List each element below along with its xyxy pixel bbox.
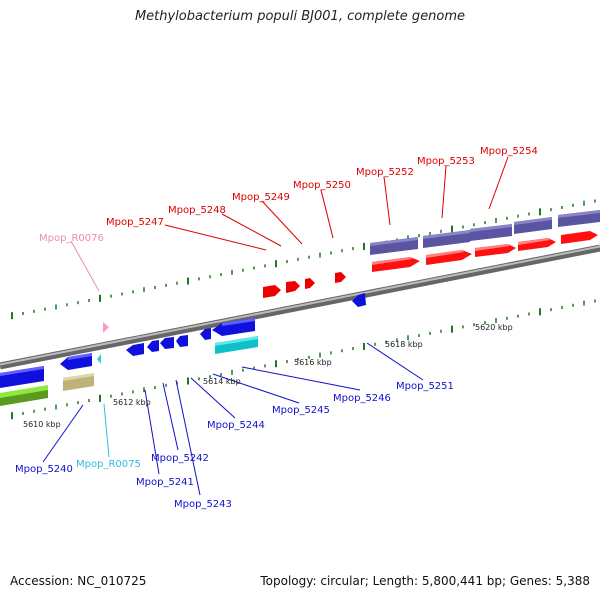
label-mpop-5245[interactable]: Mpop_5245 [272, 405, 330, 416]
genome-backbone [0, 244, 600, 370]
tick-label: 5610 kbp [23, 420, 61, 429]
label-mpop-5254[interactable]: Mpop_5254 [480, 146, 538, 157]
feature-mpop-5241[interactable] [126, 343, 144, 356]
label-mpop-5243[interactable]: Mpop_5243 [174, 499, 232, 510]
label-mpop-5250[interactable]: Mpop_5250 [293, 180, 351, 191]
map-title: Methylobacterium populi BJ001, complete … [134, 9, 466, 24]
label-mpop-5252[interactable]: Mpop_5252 [356, 167, 414, 178]
tick-label: 5612 kbp [113, 398, 151, 407]
feature-mpop-5248[interactable] [286, 281, 300, 293]
feature-mpop-5253[interactable] [423, 230, 472, 265]
label-mpop-5244[interactable]: Mpop_5244 [207, 420, 265, 431]
label-mpop-5247[interactable]: Mpop_5247 [106, 217, 164, 228]
feature-mpop-5251[interactable] [352, 293, 366, 307]
tick-label: 5620 kbp [475, 323, 513, 332]
tick-label: 5616 kbp [294, 358, 332, 367]
feature-mpop-5246[interactable] [212, 318, 258, 354]
feature-left-edge[interactable] [0, 366, 48, 406]
scale-labels: 5610 kbp 5612 kbp 5614 kbp 5616 kbp 5618… [23, 323, 513, 429]
label-mpop-5240[interactable]: Mpop_5240 [15, 464, 73, 475]
feature-mpop-5252[interactable] [370, 237, 420, 272]
label-mpop-5253[interactable]: Mpop_5253 [417, 156, 475, 167]
label-mpop-5249[interactable]: Mpop_5249 [232, 192, 290, 203]
label-mpop-5242[interactable]: Mpop_5242 [151, 453, 209, 464]
feature-mpop-r0075[interactable] [97, 354, 101, 364]
feature-mpop-5243[interactable] [160, 337, 174, 349]
feature-mpop-5244[interactable] [176, 335, 188, 347]
accession-text: Accession: NC_010725 [10, 574, 147, 588]
feature-mpop-5249[interactable] [305, 278, 315, 289]
tick-marks [11, 199, 596, 420]
feature-mpop-r0076[interactable] [103, 322, 109, 333]
gene-features[interactable] [0, 210, 600, 406]
feature-mpop-5242[interactable] [147, 340, 159, 352]
gene-labels: Mpop_R0076 Mpop_5247 Mpop_5248 Mpop_5249… [15, 146, 538, 510]
genome-summary-text: Topology: circular; Length: 5,800,441 bp… [260, 574, 590, 588]
label-mpop-5248[interactable]: Mpop_5248 [168, 205, 226, 216]
label-mpop-r0075[interactable]: Mpop_R0075 [76, 459, 141, 470]
feature-mpop-5245[interactable] [200, 328, 211, 340]
feature-mpop-5247[interactable] [263, 285, 281, 298]
label-mpop-5241[interactable]: Mpop_5241 [136, 477, 194, 488]
label-mpop-5246[interactable]: Mpop_5246 [333, 393, 391, 404]
tick-label: 5618 kbp [385, 340, 423, 349]
feature-mpop-5254[interactable] [470, 210, 600, 257]
tick-label: 5614 kbp [203, 377, 241, 386]
label-mpop-5251[interactable]: Mpop_5251 [396, 381, 454, 392]
label-mpop-r0076[interactable]: Mpop_R0076 [39, 233, 104, 244]
feature-mpop-5240[interactable] [60, 353, 94, 391]
leader-lines [42, 156, 509, 496]
feature-mpop-5250[interactable] [335, 272, 346, 283]
